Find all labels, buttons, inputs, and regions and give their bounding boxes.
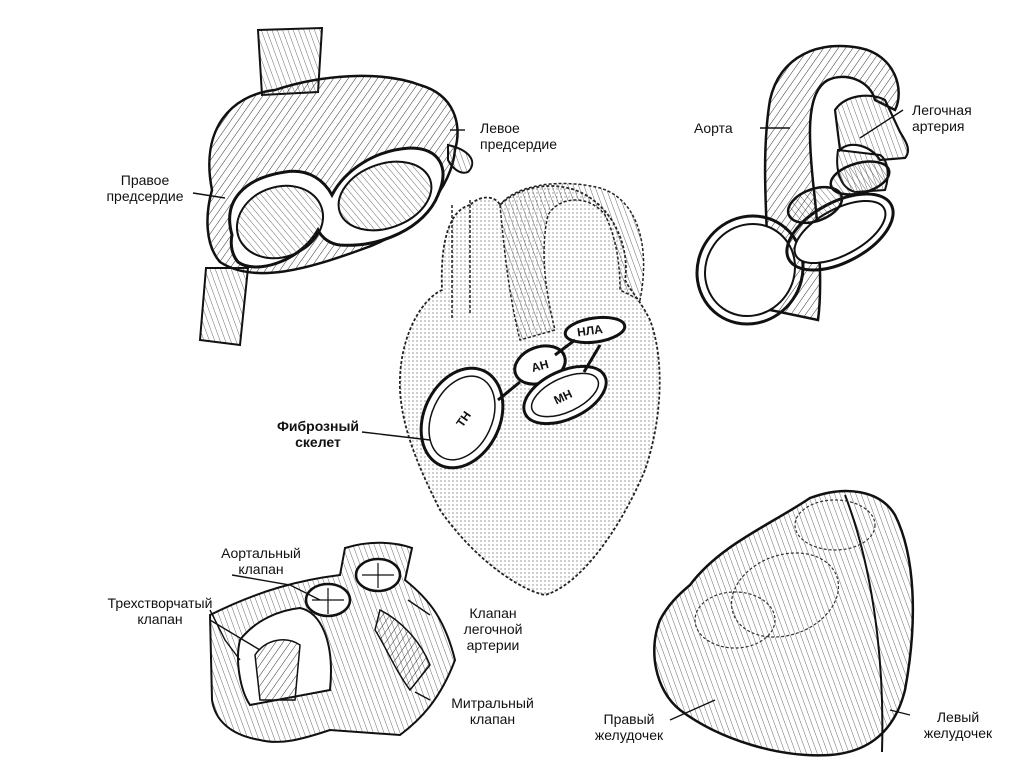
ring-tag-nla: НЛА [576, 322, 604, 339]
heart-center-drawing: ТН АН МН НЛА [399, 182, 661, 596]
label-mitral-valve: Митральный клапан [451, 695, 534, 727]
ring-tag-an: АН [530, 357, 550, 375]
label-fibrous-skeleton: Фиброзный скелет [276, 418, 360, 450]
atria-drawing [198, 26, 474, 347]
label-aortic-valve: Аортальный клапан [221, 545, 301, 577]
label-left-atrium: Левое предсердие [480, 120, 558, 152]
label-left-ventricle: Левый желудочек [923, 709, 993, 741]
label-right-ventricle: Правый желудочек [594, 711, 664, 743]
label-pulmonary-valve: Клапан легочной артерии [463, 605, 523, 653]
ventricles-drawing [653, 489, 915, 757]
label-right-atrium: Правое предсердие [106, 172, 184, 204]
label-tricuspid-valve: Трехстворчатый клапан [107, 595, 213, 627]
label-pulmonary-artery: Легочная артерия [912, 102, 972, 134]
valves-drawing [208, 541, 457, 743]
leader-lines [192, 109, 911, 721]
great-vessels-drawing [695, 44, 909, 326]
label-aorta: Аорта [694, 120, 733, 136]
